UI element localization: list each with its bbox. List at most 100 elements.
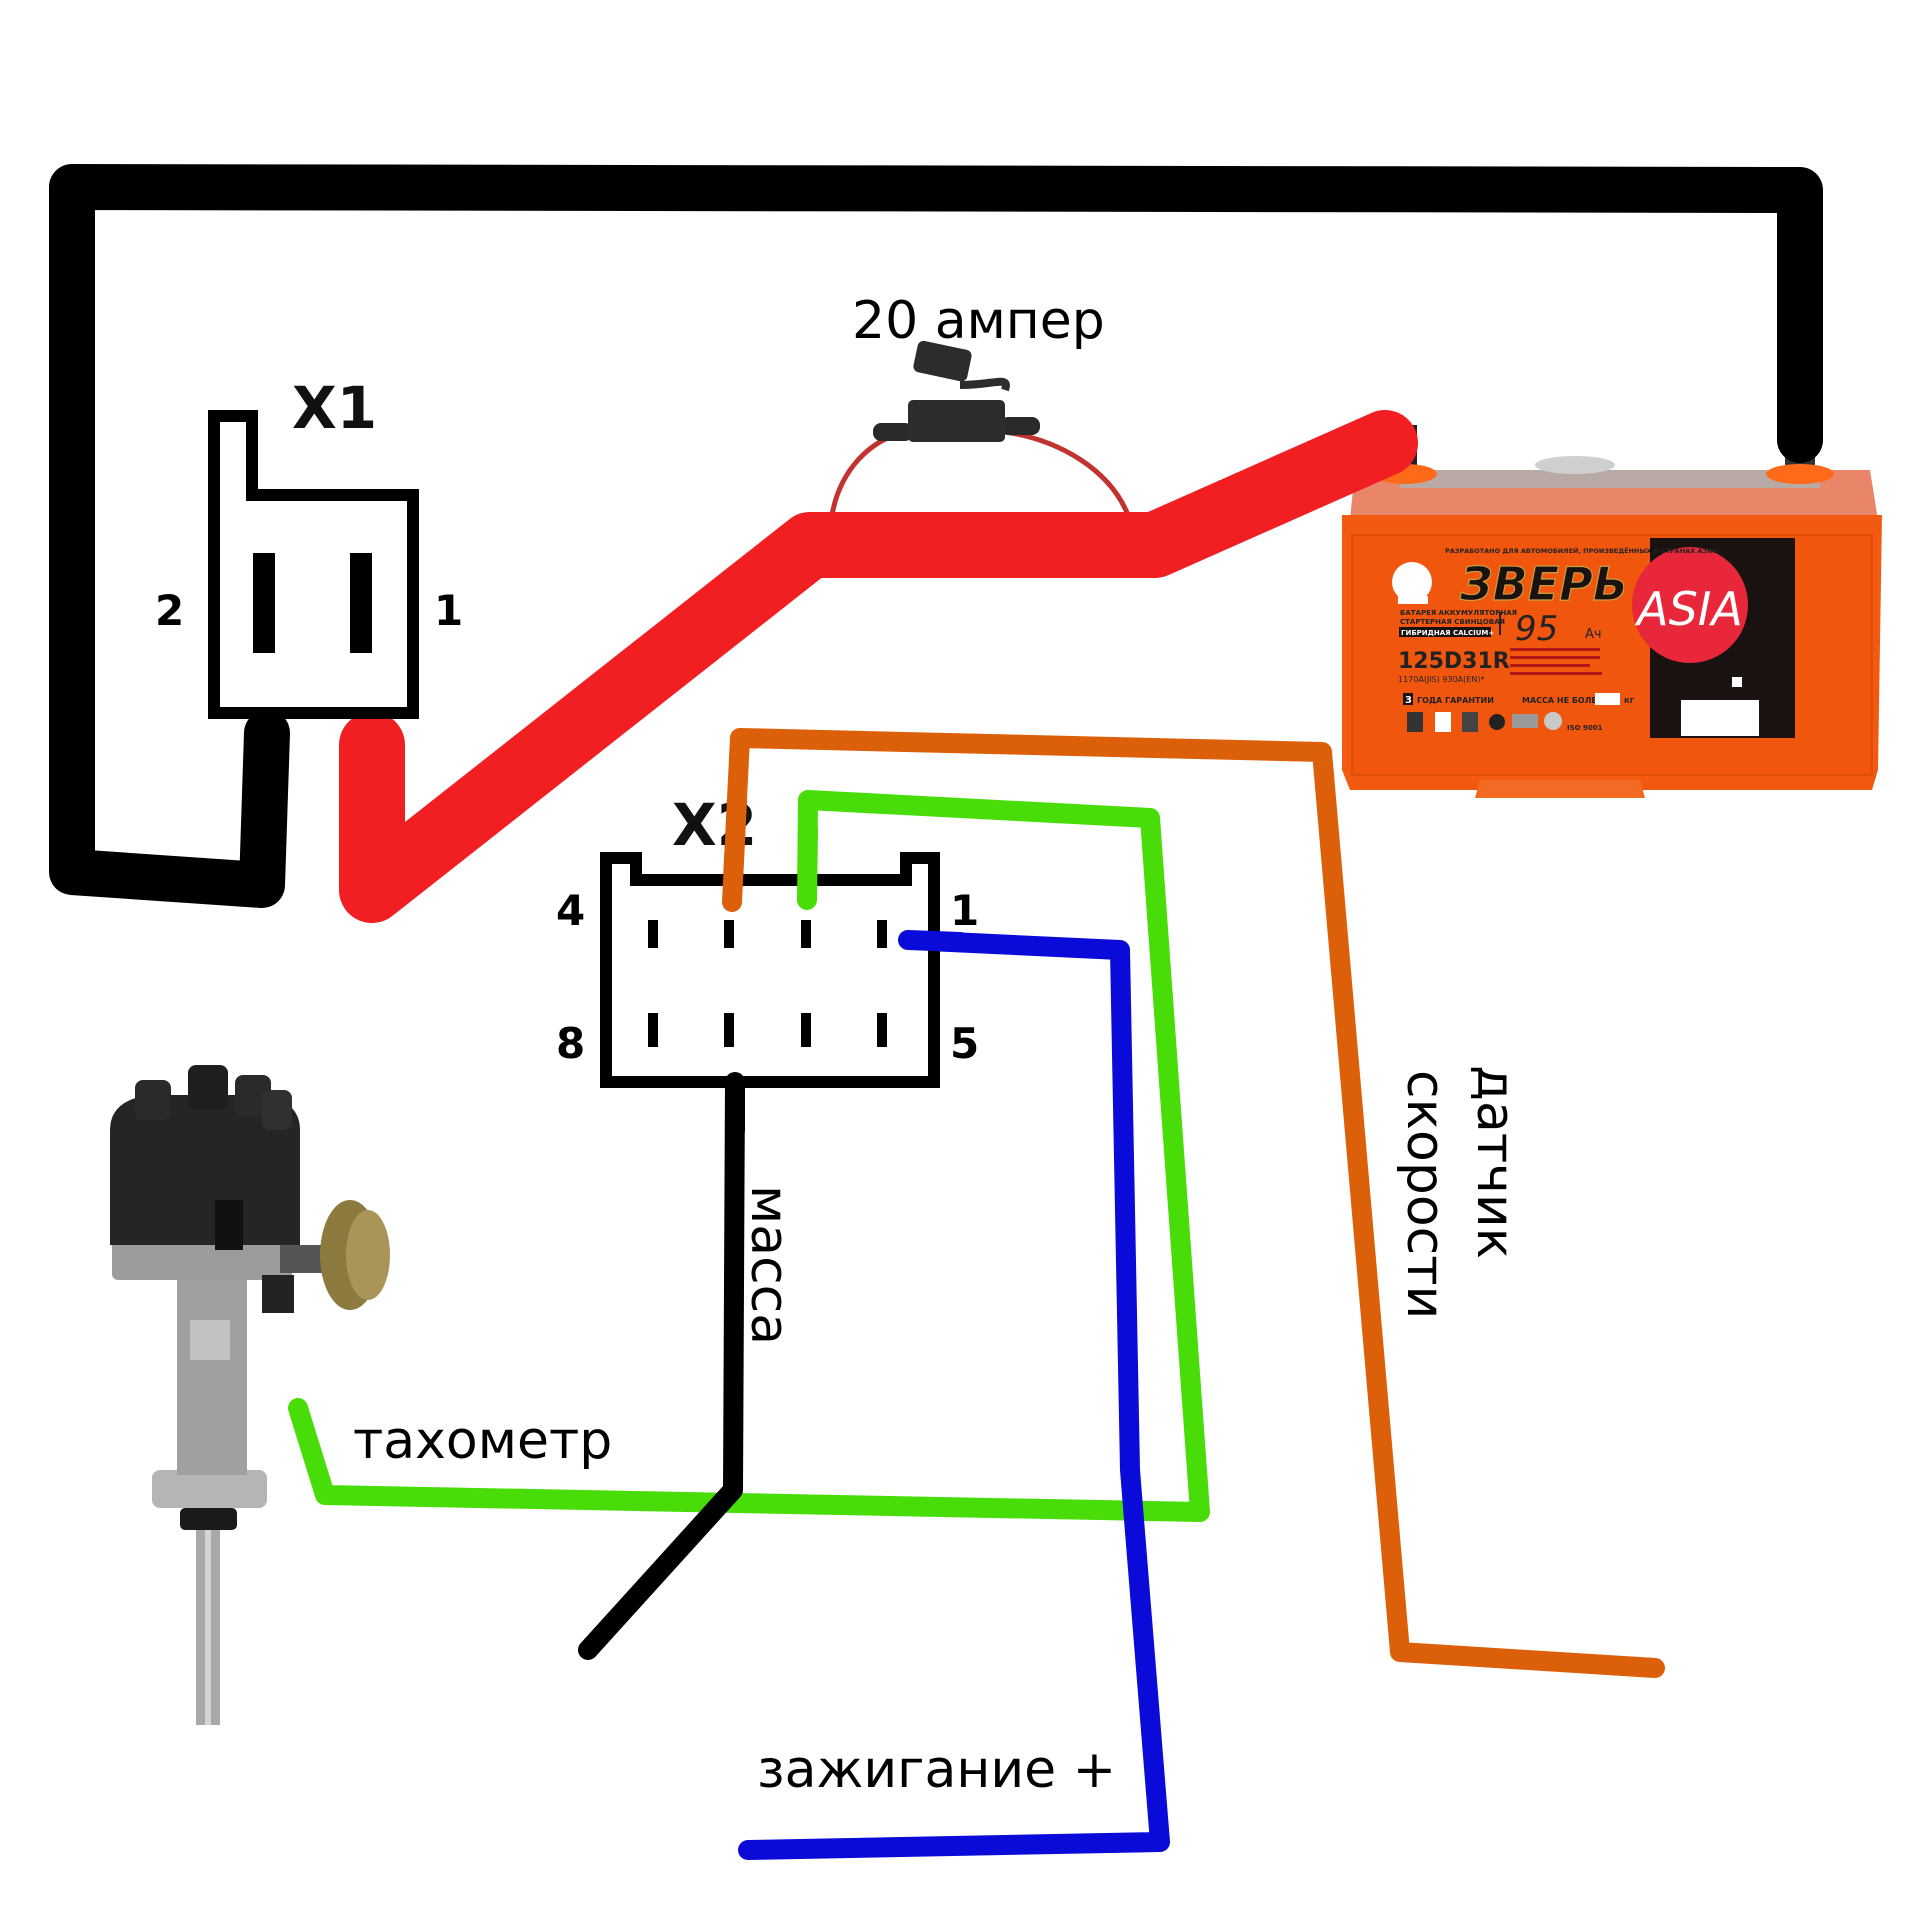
x2-wire-tips [722,790,970,1140]
battery-foot [1475,780,1645,798]
battery-lid-strip [1400,470,1820,488]
x2-pin-3 [724,920,734,948]
inline-fuse [829,340,1131,516]
x2-pin-label-4: 4 [556,886,585,935]
x1-title: X1 [292,374,377,442]
feature-line [1510,656,1600,659]
warranty-num: 3 [1405,695,1412,706]
distributor-flange [152,1470,267,1508]
x2-pin-5 [877,1013,887,1047]
x2-pin-label-8: 8 [556,1019,585,1068]
type-line-2: СТАРТЕРНАЯ СВИНЦОВАЯ [1400,618,1505,626]
feature-line [1510,648,1600,651]
battery-vent [1535,456,1615,474]
distributor-base [112,1240,292,1280]
cap-post [262,1090,292,1130]
asia-logo: ASIA [1634,582,1743,636]
fuse-cap-strap [959,377,1010,392]
fuse-label: 20 ампер [852,291,1105,351]
blue-wire-tip [898,930,970,952]
x2-pin-6 [801,1013,811,1047]
capacity-value: 95 [1515,609,1558,649]
beast-emblem-icon [1392,562,1432,602]
fuse-boot-left [873,423,913,441]
connector-x1: X1 2 1 [155,374,463,719]
x2-pins [648,920,887,1047]
cert-icon [1489,714,1505,730]
orange-wire-tip [722,790,747,912]
shaft-highlight [205,1530,211,1725]
mass-value-box [1595,693,1620,705]
ignition-label: зажигание + [757,1740,1116,1800]
iso-standard: ISO 9001 [1567,724,1603,732]
sensor-plug [262,1275,294,1313]
wire-red-power[interactable] [339,410,1418,923]
ignition-distributor [110,1065,390,1725]
cert-icon [1512,714,1538,728]
emblem-base [1398,596,1428,604]
fuse-cap [913,340,972,382]
battery-model: 125D31R [1398,649,1510,674]
x2-housing [600,852,940,1088]
x1-housing [208,410,419,719]
asia-circle [1632,547,1748,663]
top-note: РАЗРАБОТАНО ДЛЯ АВТОМОБИЛЕЙ, ПРОИЗВЕДЁНН… [1445,546,1718,555]
x1-pin-1 [350,553,372,653]
fuse-wire [829,429,906,516]
type-line-3-bg [1399,627,1491,637]
x2-pin-2 [801,920,811,948]
cert-icon [1544,712,1562,730]
cert-icon [1435,712,1451,732]
green-wire-tip [797,820,818,910]
wire-black-ground[interactable] [578,1072,745,1660]
speed-sensor-label-line1: датчик [1465,1065,1525,1259]
wire-black-power-loop[interactable] [49,164,1823,908]
x2-pin-label-5: 5 [950,1019,979,1068]
cert-icons [1407,712,1562,732]
cap-post [135,1080,171,1120]
ground-label: масса [739,1185,799,1345]
warranty-badge [1403,693,1413,705]
warranty-text: ГОДА ГАРАНТИИ [1417,696,1494,705]
fuse-holder-body [908,400,1005,442]
feature-line [1510,664,1590,667]
fuse-wire [1004,429,1131,516]
distributor-cap [110,1095,300,1245]
mass-unit: КГ [1624,697,1635,705]
battery: ASIA РАЗРАБОТАНО ДЛЯ АВТОМОБИЛЕЙ, ПРОИЗВ… [1342,425,1882,798]
x1-pin-label-2: 2 [155,586,184,635]
wire-green-tachometer[interactable] [288,790,1210,1522]
wires [49,164,1823,1860]
maker-logo [1732,677,1742,687]
speed-sensor-label-line2: скорости [1395,1070,1455,1319]
battery-cca: 1170A(JIS) 930A(EN)* [1398,675,1484,684]
vacuum-cap [346,1210,390,1300]
x2-pin-8 [648,1013,658,1047]
x1-pin-2 [253,553,275,653]
x2-pin-7 [724,1013,734,1047]
brand-name: ЗВЕРЬ [1459,557,1628,611]
x2-pin-1 [877,920,887,948]
distributor-housing [177,1260,247,1475]
housing-plate [190,1320,230,1360]
cap-clip [215,1200,243,1250]
cap-post [188,1065,228,1110]
cert-icon [1462,712,1478,732]
mass-text: МАССА НЕ БОЛЕЕ [1522,696,1602,705]
capacity-unit: Ач [1585,627,1602,642]
x1-pin-label-1: 1 [434,586,463,635]
cert-icon [1407,712,1423,732]
tachometer-label: тахометр [353,1411,612,1471]
fuse-boot-right [1000,417,1040,435]
type-line-1: БАТАРЕЯ АККУМУЛЯТОРНАЯ [1400,609,1517,617]
feature-line [1510,672,1602,675]
wire-blue-ignition[interactable] [738,930,1170,1860]
x2-pin-4 [648,920,658,948]
terminal-collar [1766,464,1834,484]
feature-list [1510,648,1602,675]
type-line-3: ГИБРИДНАЯ CALCIUM+ [1401,629,1494,637]
x2-pin-label-1: 1 [950,886,979,935]
label-box [1681,700,1759,736]
distributor-seal [180,1508,237,1530]
